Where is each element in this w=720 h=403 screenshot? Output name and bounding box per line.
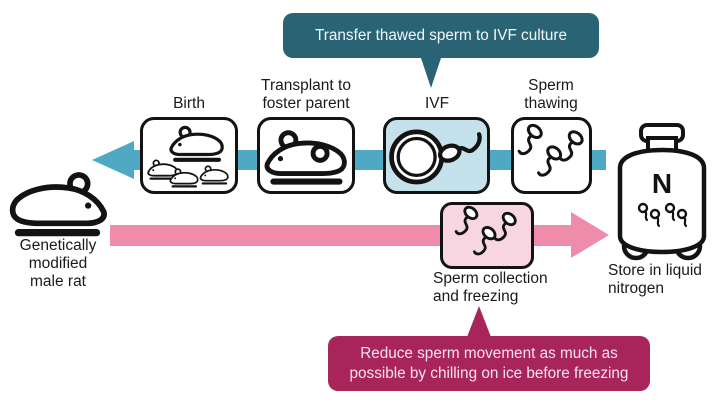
thawing-label: Sperm thawing <box>524 77 578 112</box>
egg-sperm-icon <box>387 121 486 191</box>
collected-sperm-icon <box>453 205 521 267</box>
bottom-flow-arrowhead-icon <box>571 212 609 258</box>
transplant-box <box>257 117 355 194</box>
source-rat-icon <box>6 167 110 238</box>
ivf-box <box>383 117 490 194</box>
nitrogen-letter: N <box>651 168 673 199</box>
collection-label: Sperm collection and freezing <box>433 270 548 305</box>
store-label: Store in liquid nitrogen <box>608 262 702 297</box>
transplant-label: Transplant to foster parent <box>261 77 351 112</box>
source-label: Genetically modified male rat <box>19 237 97 290</box>
birth-icon <box>147 121 229 188</box>
birth-label: Birth <box>173 95 205 112</box>
bottom-callout-text: Reduce sperm movement as much as possibl… <box>349 344 629 382</box>
top-callout: Transfer thawed sperm to IVF culture <box>283 13 599 58</box>
bottom-callout: Reduce sperm movement as much as possibl… <box>328 336 650 391</box>
bottom-callout-tail <box>467 306 491 337</box>
top-callout-tail <box>420 55 442 88</box>
thawed-sperm-icon <box>516 123 588 189</box>
top-callout-text: Transfer thawed sperm to IVF culture <box>315 26 567 44</box>
collection-box <box>440 202 534 269</box>
thawing-box <box>511 117 592 194</box>
birth-box <box>140 117 238 194</box>
foster-rat-icon <box>262 126 350 186</box>
top-flow-arrowhead-icon <box>92 141 134 179</box>
ivf-label: IVF <box>424 95 450 112</box>
